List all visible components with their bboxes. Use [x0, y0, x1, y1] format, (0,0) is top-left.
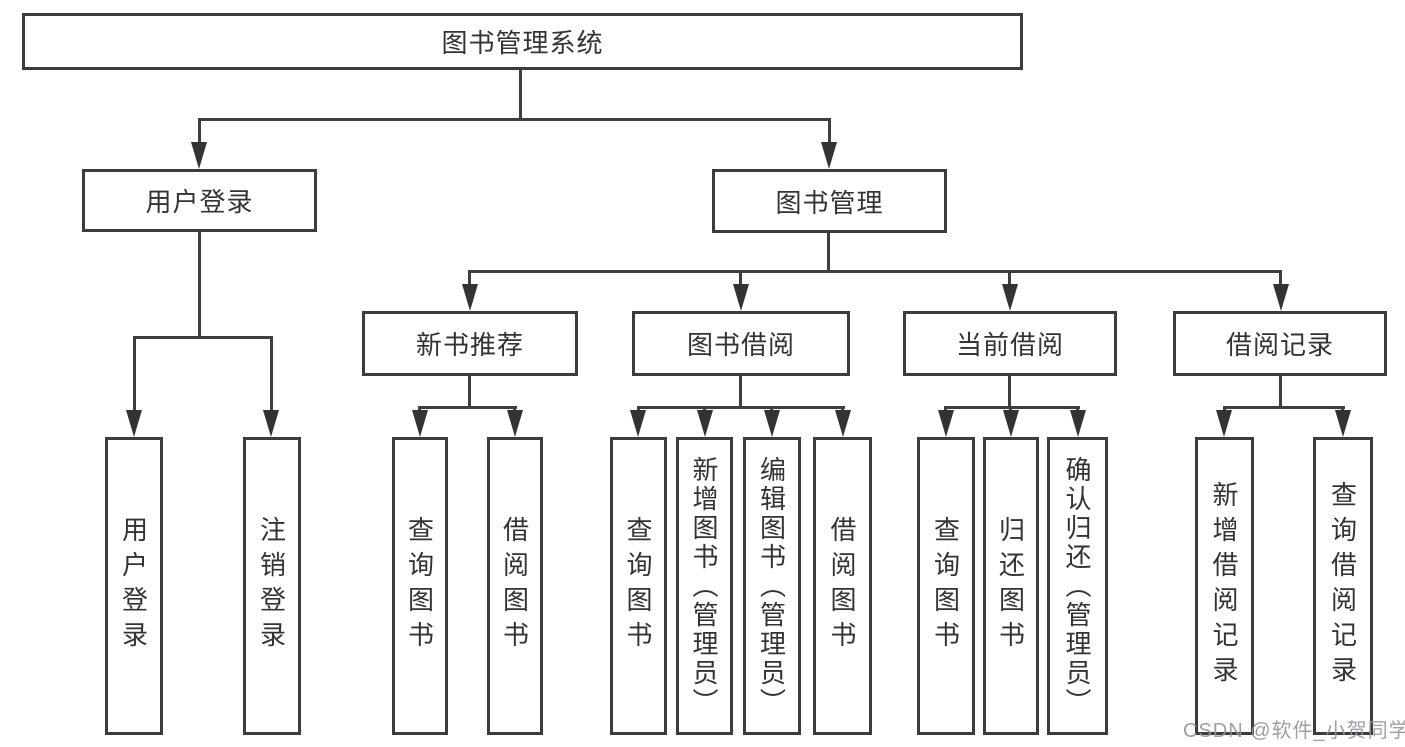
connector-current-borrow-stem [1008, 270, 1011, 287]
connector-book-borrow-stem [739, 270, 742, 287]
connector-br-query-stem [1341, 406, 1344, 413]
node-edit-book-admin: 编辑图书（管理员） [743, 437, 801, 735]
connector-bb-borrow-stem [841, 406, 844, 413]
arrowhead-login-leaf-icon [126, 410, 142, 437]
arrowhead-bb-borrow-icon [835, 410, 851, 437]
arrowhead-new-book-icon [462, 284, 478, 311]
node-add-borrow-record: 新增借阅记录 [1195, 437, 1254, 735]
arrowhead-bb-add-icon [697, 410, 713, 437]
connector-cb-confirm-stem [1076, 406, 1079, 413]
arrowhead-br-query-icon [1335, 410, 1351, 437]
arrowhead-logout-leaf-icon [263, 410, 279, 437]
node-confirm-return-admin: 确认归还（管理员） [1047, 437, 1108, 735]
connector-nb-borrow-stem [513, 406, 516, 413]
connector-nb-query-stem [418, 406, 421, 413]
connector-current-borrow-elbow [944, 406, 1080, 409]
arrowhead-br-add-icon [1216, 410, 1232, 437]
connector-book-mgmt-stem [828, 118, 831, 145]
node-query-borrow-record: 查询借阅记录 [1313, 437, 1373, 735]
connector-login-leaf-stem [133, 336, 136, 412]
connector-user-login-elbow [133, 336, 273, 339]
node-add-book-admin: 新增图书（管理员） [676, 437, 733, 735]
connector-bb-edit-stem [770, 406, 773, 413]
arrowhead-bb-query-icon [630, 410, 646, 437]
node-query-books-2: 查询图书 [610, 437, 667, 735]
arrowhead-bb-edit-icon [764, 410, 780, 437]
node-query-books-1: 查询图书 [392, 437, 448, 735]
arrowhead-book-borrow-icon [733, 284, 749, 311]
connector-level2-elbow [198, 118, 831, 121]
arrowhead-cb-query-icon [938, 410, 954, 437]
node-return-books: 归还图书 [983, 437, 1039, 735]
connector-bb-query-stem [637, 406, 640, 413]
arrowhead-borrow-records-icon [1273, 284, 1289, 311]
node-new-book-recommend: 新书推荐 [362, 311, 578, 376]
node-borrow-books-2: 借阅图书 [813, 437, 872, 735]
node-book-borrowing: 图书借阅 [632, 311, 850, 376]
node-user-login-leaf: 用户登录 [105, 437, 163, 735]
connector-logout-leaf-stem [270, 336, 273, 412]
arrowhead-current-borrow-icon [1002, 284, 1018, 311]
connector-new-book-elbow [418, 406, 517, 409]
connector-user-login-down [198, 232, 201, 336]
connector-cb-return-stem [1009, 406, 1012, 413]
connector-user-login-stem [198, 118, 201, 145]
connector-borrow-records-stem [1279, 270, 1282, 287]
node-current-borrowing: 当前借阅 [903, 311, 1117, 376]
connector-cb-query-stem [944, 406, 947, 413]
connector-bb-add-stem [703, 406, 706, 413]
connector-current-borrow-down [1008, 376, 1011, 406]
connector-br-add-stem [1223, 406, 1226, 413]
node-logout: 注销登录 [243, 437, 301, 735]
connector-borrow-records-down [1279, 376, 1282, 406]
arrowhead-cb-confirm-icon [1070, 410, 1086, 437]
connector-level3-elbow [468, 270, 1282, 273]
node-book-management: 图书管理 [712, 169, 947, 233]
connector-book-mgmt-down [827, 233, 830, 270]
arrowhead-nb-query-icon [412, 410, 428, 437]
arrowhead-book-mgmt-icon [821, 142, 837, 169]
node-library-management-system: 图书管理系统 [22, 13, 1023, 70]
arrowhead-user-login-icon [191, 142, 207, 169]
arrowhead-nb-borrow-icon [507, 410, 523, 437]
node-borrow-books-1: 借阅图书 [487, 437, 543, 735]
connector-root-stem [519, 70, 522, 118]
arrowhead-cb-return-icon [1003, 410, 1019, 437]
connector-new-book-stem [468, 270, 471, 287]
connector-new-book-down [468, 376, 471, 406]
node-user-login: 用户登录 [82, 169, 317, 232]
node-query-books-3: 查询图书 [917, 437, 975, 735]
node-borrowing-records: 借阅记录 [1173, 311, 1387, 376]
csdn-watermark: CSDN @软件_小贺同学 [1183, 720, 1405, 742]
connector-book-borrow-down [739, 376, 742, 406]
connector-borrow-records-elbow [1223, 406, 1345, 409]
connector-book-borrow-elbow [637, 406, 845, 409]
